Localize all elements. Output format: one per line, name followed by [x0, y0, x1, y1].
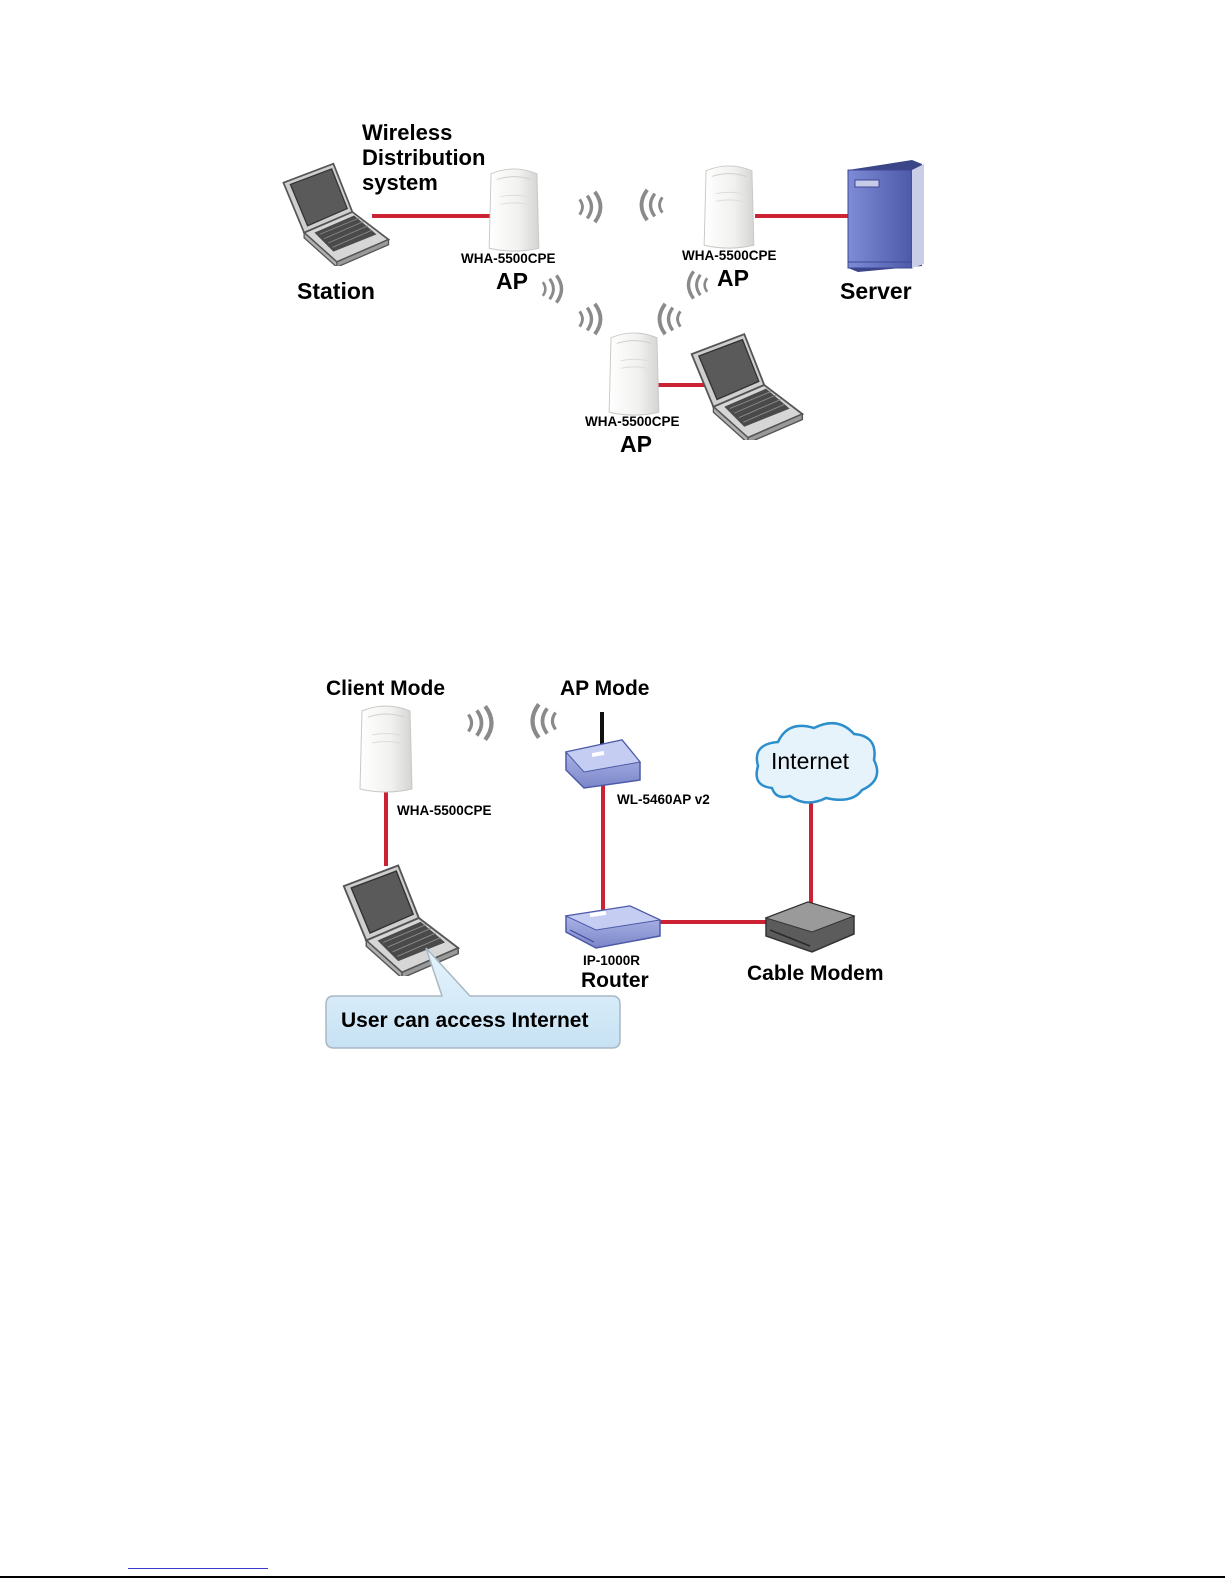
ap-bottom-model: WHA-5500CPE — [585, 415, 680, 429]
wds-title: Wireless Distribution system — [362, 120, 485, 195]
server-icon — [848, 160, 924, 272]
cable-modem-label: Cable Modem — [747, 963, 884, 984]
callout-bubble — [326, 948, 620, 1048]
access-point-model: WL-5460AP v2 — [617, 793, 710, 807]
wds-title-line-1: Wireless — [362, 120, 485, 145]
cable-modem-icon — [766, 902, 854, 952]
ap-left-icon — [489, 169, 539, 251]
ap-right-icon — [704, 166, 754, 248]
ap-mode-label: AP Mode — [560, 678, 649, 699]
station-label: Station — [297, 280, 375, 303]
access-point-icon — [566, 712, 640, 788]
router-icon — [566, 906, 660, 948]
client-mode-label: Client Mode — [326, 678, 445, 699]
ap-left-model: WHA-5500CPE — [461, 252, 556, 266]
ap-bottom-role: AP — [620, 433, 652, 456]
client-wireless-signal-icon — [468, 704, 555, 740]
client-cpe-icon — [360, 706, 412, 792]
internet-label: Internet — [771, 750, 849, 773]
wds-title-line-2: Distribution — [362, 145, 485, 170]
remote-laptop-icon — [692, 334, 803, 443]
wds-title-line-3: system — [362, 170, 485, 195]
ap-right-model: WHA-5500CPE — [682, 249, 777, 263]
client-cpe-model: WHA-5500CPE — [397, 804, 492, 818]
footer-link-underline — [128, 1568, 268, 1569]
callout-text: User can access Internet — [341, 1010, 588, 1031]
ap-bottom-icon — [609, 333, 659, 415]
router-label: Router — [581, 970, 649, 991]
router-model: IP-1000R — [583, 954, 640, 968]
ap-right-role: AP — [717, 267, 749, 290]
footer-rule — [0, 1576, 1225, 1578]
ap-left-role: AP — [496, 270, 528, 293]
client-laptop-icon — [344, 865, 458, 978]
server-label: Server — [840, 280, 912, 303]
